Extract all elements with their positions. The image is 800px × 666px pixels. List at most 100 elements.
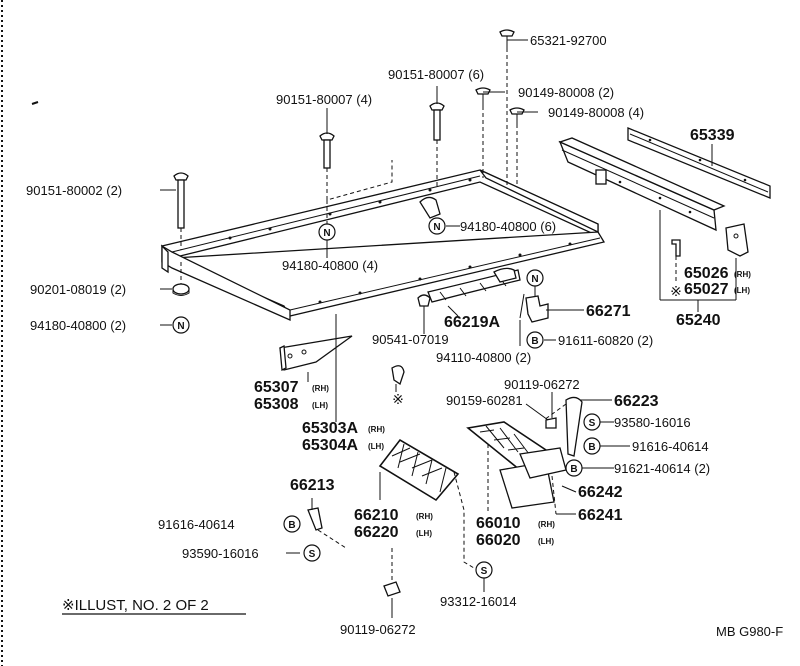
label-90151-80002-2: 90151-80002 (2) [26, 183, 122, 198]
label-65027-side: (LH) [734, 286, 750, 295]
label-94180-40800-4: 94180-40800 (4) [282, 258, 378, 273]
label-91616-40614-left: 91616-40614 [158, 517, 235, 532]
svg-text:N: N [177, 321, 184, 332]
svg-text:B: B [588, 442, 595, 453]
label-65026-side: (RH) [734, 270, 751, 279]
label-90119-06272-bottom: 90119-06272 [340, 622, 416, 637]
symbol-x-65240: ※ [670, 283, 682, 299]
svg-text:S: S [309, 549, 316, 560]
symbol-n-94110: N [526, 269, 544, 287]
illust-note: ※ILLUST, NO. 2 OF 2 [62, 597, 209, 614]
label-90151-80007-4: 90151-80007 (4) [276, 92, 372, 107]
leader-lines [160, 39, 713, 618]
label-66210-side: (RH) [416, 512, 433, 521]
svg-text:S: S [481, 566, 488, 577]
bolt-90159-60281 [545, 417, 557, 429]
label-65308-side: (LH) [312, 401, 328, 410]
label-94180-40800-2: 94180-40800 (2) [30, 318, 126, 333]
bracket-66213 [307, 498, 347, 549]
bracket-66219A [427, 267, 521, 303]
bolt-90149-80008-2 [475, 87, 491, 178]
label-90149-80008-4: 90149-80008 (4) [548, 105, 644, 120]
label-65321-92700: 65321-92700 [530, 33, 607, 48]
label-91611-60820-2: 91611-60820 (2) [558, 333, 653, 348]
bracket-66223 [543, 396, 583, 457]
label-66220: 66220 [354, 524, 399, 541]
label-66010: 66010 [476, 515, 521, 532]
label-65307: 65307 [254, 379, 299, 396]
label-65240: 65240 [676, 312, 721, 329]
label-65303A: 65303A [302, 420, 358, 437]
label-91616-40614-right: 91616-40614 [632, 439, 709, 454]
svg-text:N: N [531, 274, 538, 285]
label-65304A-side: (LH) [368, 442, 384, 451]
label-66213: 66213 [290, 477, 335, 494]
label-65339: 65339 [690, 127, 735, 144]
label-66219A: 66219A [444, 314, 500, 331]
label-90201-08019-2: 90201-08019 (2) [30, 282, 126, 297]
label-66020: 66020 [476, 532, 521, 549]
label-66020-side: (LH) [538, 537, 554, 546]
label-65304A: 65304A [302, 437, 358, 454]
label-65027: 65027 [684, 281, 729, 298]
label-65026: 65026 [684, 265, 729, 282]
label-65308: 65308 [254, 396, 299, 413]
bolt-90151-80007-4 [319, 132, 393, 226]
bolt-90151-80002-2 [173, 172, 189, 250]
symbol-x-65307: ※ [392, 391, 404, 407]
label-90149-80008-2: 90149-80008 (2) [518, 85, 614, 100]
diagram-code: MB G980-F [716, 624, 783, 639]
skid-plate-66210-66220 [378, 438, 460, 502]
symbol-n-4: N [318, 223, 336, 241]
label-90159-60281: 90159-60281 [446, 393, 523, 408]
symbol-s-93580-right: S [583, 413, 601, 431]
svg-text:N: N [323, 228, 330, 239]
symbol-n-6: N [428, 217, 446, 235]
frame-holes [228, 178, 572, 304]
symbol-b-91616-left: B [283, 515, 301, 533]
label-66242: 66242 [578, 484, 623, 501]
cross-member-65240 [558, 137, 726, 232]
label-93312-16014: 93312-16014 [440, 594, 517, 609]
clip-90541-07019 [417, 294, 431, 326]
bracket-65026-65027 [725, 223, 749, 257]
hook-under-65240 [671, 239, 681, 282]
svg-text:B: B [570, 464, 577, 475]
label-94180-40800-6: 94180-40800 (6) [460, 219, 556, 234]
hook-clip-65307 [391, 365, 405, 386]
label-93580-16016-right: 93580-16016 [614, 415, 691, 430]
stray-mark [31, 101, 39, 105]
label-65307-side: (RH) [312, 384, 329, 393]
label-66010-side: (RH) [538, 520, 555, 529]
bolt-65321-92700 [499, 29, 515, 185]
symbol-s-93590: S [303, 544, 321, 562]
label-91621-40614-2: 91621-40614 (2) [614, 461, 710, 476]
label-66220-side: (LH) [416, 529, 432, 538]
symbol-b-91616-right: B [583, 437, 601, 455]
label-65303A-side: (RH) [368, 425, 385, 434]
bolt-90149-80008-4 [509, 107, 525, 186]
label-90119-06272-top: 90119-06272 [504, 377, 580, 392]
symbol-b-91621: B [565, 459, 583, 477]
washer-90201-08019 [172, 283, 190, 295]
cross-member-65339 [627, 127, 771, 199]
symbol-n-2: N [172, 316, 190, 334]
svg-text:S: S [589, 418, 596, 429]
part-labels: 65321-92700 90151-80007 (6) 90149-80008 … [26, 33, 751, 637]
bolt-90151-80007-6 [429, 102, 445, 188]
symbol-s-93312: S [475, 561, 493, 579]
svg-text:B: B [531, 336, 538, 347]
label-94110-40800-2: 94110-40800 (2) [436, 350, 531, 365]
bracket-66271 [519, 293, 549, 323]
label-90541-07019: 90541-07019 [372, 332, 449, 347]
svg-text:B: B [288, 520, 295, 531]
clip-part [419, 196, 441, 219]
bolt-90119-06272-bottom [383, 546, 401, 597]
symbol-b-91611: B [526, 331, 544, 349]
label-90151-80007-6: 90151-80007 (6) [388, 67, 484, 82]
svg-text:N: N [433, 222, 440, 233]
label-66271: 66271 [586, 303, 631, 320]
floor-frame [160, 169, 606, 321]
label-66241: 66241 [578, 507, 623, 524]
